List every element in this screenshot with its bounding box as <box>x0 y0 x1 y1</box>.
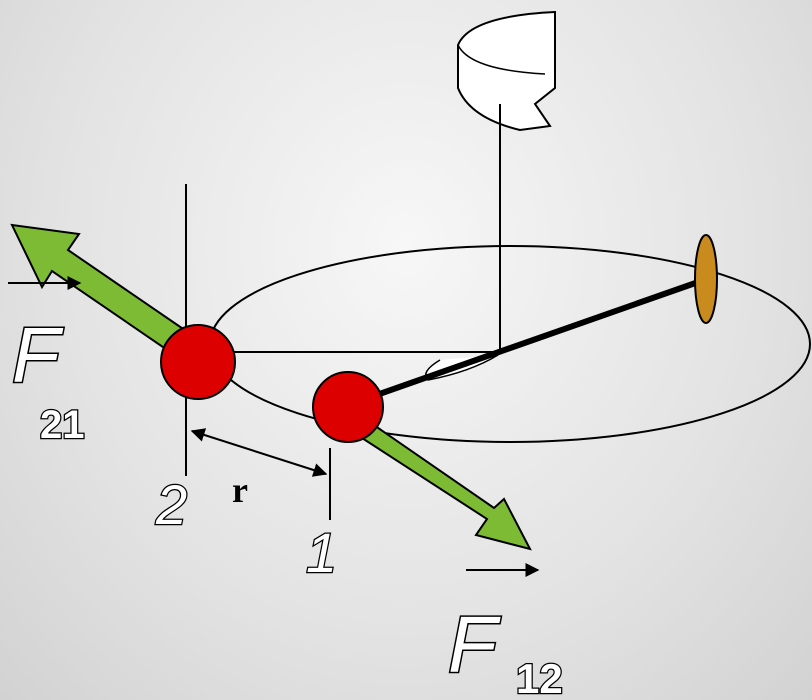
separation-label: r <box>232 470 248 510</box>
balance-rod <box>347 277 705 408</box>
force-12-symbol: F <box>448 600 501 689</box>
twist-indicator-icon <box>457 10 556 132</box>
separation-arrow <box>190 428 328 477</box>
sphere-1 <box>312 371 384 443</box>
force-21-arrow <box>10 223 194 358</box>
force-21-subscript: 21 <box>40 403 85 447</box>
sphere-2 <box>160 324 236 400</box>
rotation-ellipse <box>209 245 811 443</box>
force-12-arrow <box>360 421 532 551</box>
sphere-2-label: 2 <box>155 473 187 536</box>
force-12-subscript: 12 <box>516 655 563 700</box>
sphere-1-label: 1 <box>306 521 337 584</box>
counterweight <box>694 234 718 324</box>
force-21-symbol: F <box>12 311 64 399</box>
